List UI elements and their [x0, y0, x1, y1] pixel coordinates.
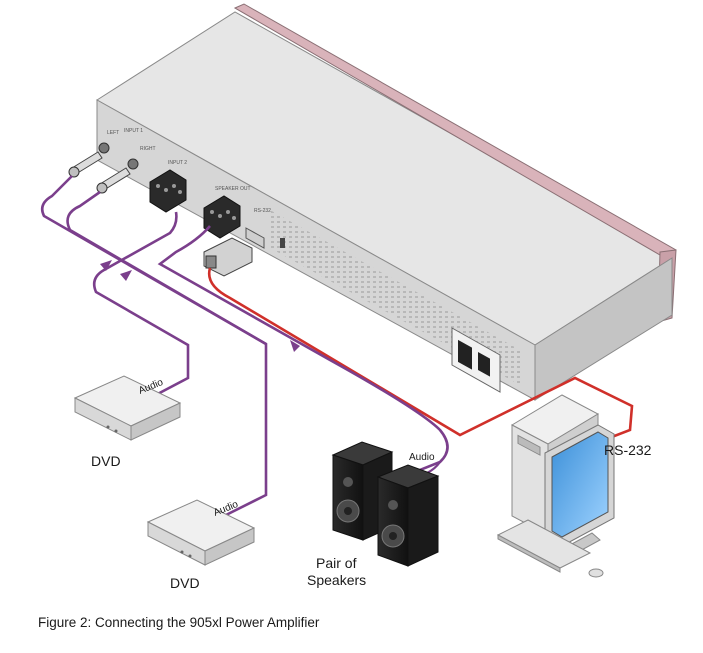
rca-plug-right: [96, 167, 131, 194]
rca-plug-left: [68, 151, 103, 178]
arrow-dvd-bottom: [100, 260, 112, 271]
terminal-block-input2: [149, 169, 187, 213]
amplifier-side-panel: [534, 257, 673, 401]
computer: [496, 394, 615, 578]
rca-jack-right: [127, 158, 139, 170]
label-right: RIGHT: [140, 146, 156, 152]
rear-panel-connectors: LEFT INPUT 1 RIGHT INPUT 2 SPEAKER OUT R…: [68, 128, 285, 277]
label-input2: INPUT 2: [168, 160, 187, 166]
dvd-player-bottom: [146, 499, 256, 566]
rca-jack-left: [98, 142, 110, 154]
label-left: LEFT: [107, 130, 119, 136]
label-speakers-line1: Pair of: [316, 555, 357, 571]
figure-caption: Figure 2: Connecting the 905xl Power Amp…: [38, 615, 320, 630]
label-dvd-bottom: DVD: [170, 575, 200, 591]
program-switch: [280, 238, 285, 248]
speaker-right: [376, 464, 440, 567]
audio-cable-speakers: [157, 225, 449, 474]
terminal-block-speaker-out: [203, 195, 241, 239]
label-speakers-line2: Speakers: [307, 572, 366, 588]
rs232-cable: [207, 267, 634, 442]
arrow-speakers: [290, 340, 300, 352]
label-dvd-top: DVD: [91, 453, 121, 469]
audio-cable-dvd-top: [92, 211, 190, 400]
audio-cable-dvd-bottom-branch: [66, 190, 267, 346]
mouse: [588, 568, 604, 578]
power-inlet: [451, 327, 501, 393]
monitor-screen: [551, 431, 609, 538]
arrow-dvd-top: [120, 270, 132, 281]
label-rs232-port: RS-232: [254, 208, 271, 214]
label-input1: INPUT 1: [124, 128, 143, 134]
label-audio-speakers: Audio: [409, 452, 435, 463]
dvd-player-top: [73, 375, 182, 441]
rs232-connector: [203, 237, 253, 277]
label-speaker-out: SPEAKER OUT: [215, 186, 251, 192]
power-amplifier: [96, 3, 677, 401]
rs232-port: [245, 227, 265, 249]
label-rs232: RS-232: [604, 442, 652, 458]
